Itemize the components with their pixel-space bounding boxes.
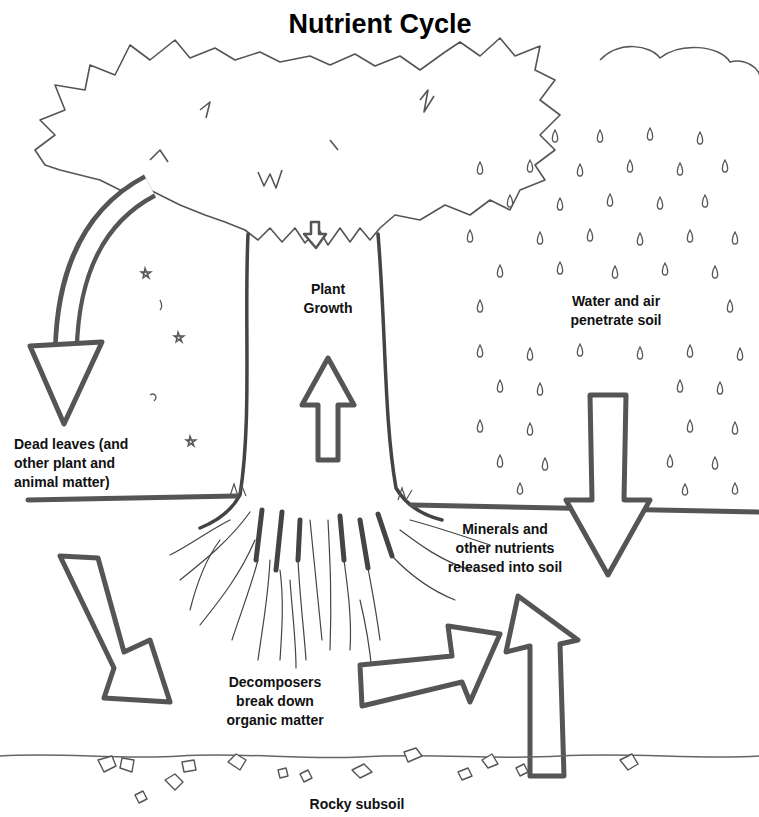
diagram-title: Nutrient Cycle bbox=[180, 8, 580, 40]
grass bbox=[230, 484, 412, 500]
arrow-up bbox=[506, 596, 578, 776]
arrow-right bbox=[360, 626, 500, 706]
canopy-scribble bbox=[150, 150, 168, 162]
stage-label: Plant Growth bbox=[297, 280, 359, 318]
canopy-scribble bbox=[420, 90, 434, 112]
trunk-left bbox=[200, 234, 248, 528]
cycle-arrows bbox=[30, 186, 650, 776]
roots bbox=[170, 510, 490, 672]
arrow-up bbox=[302, 358, 354, 460]
falling-leaves bbox=[141, 268, 196, 446]
tree-trunk bbox=[200, 234, 442, 528]
stage-label: Water and air penetrate soil bbox=[560, 292, 672, 330]
rocks bbox=[98, 748, 638, 803]
canopy-scribble bbox=[200, 102, 210, 118]
trunk-right bbox=[378, 234, 442, 520]
stage-label: Decomposers break down organic matter bbox=[215, 673, 335, 730]
arrow-down bbox=[60, 556, 170, 702]
stage-label: Rocky subsoil bbox=[282, 795, 432, 814]
canopy-scribble bbox=[330, 140, 338, 150]
arrow-head bbox=[30, 342, 102, 424]
small-arrow bbox=[304, 222, 326, 248]
arrow-shaft bbox=[66, 186, 150, 352]
subsoil-line bbox=[0, 755, 759, 758]
arrow-down bbox=[566, 395, 650, 575]
rain-cloud bbox=[600, 47, 759, 78]
canopy-scribble bbox=[258, 170, 282, 188]
stage-label: Dead leaves (and other plant and animal … bbox=[14, 435, 142, 492]
stage-label: Minerals and other nutrients released in… bbox=[444, 520, 566, 577]
